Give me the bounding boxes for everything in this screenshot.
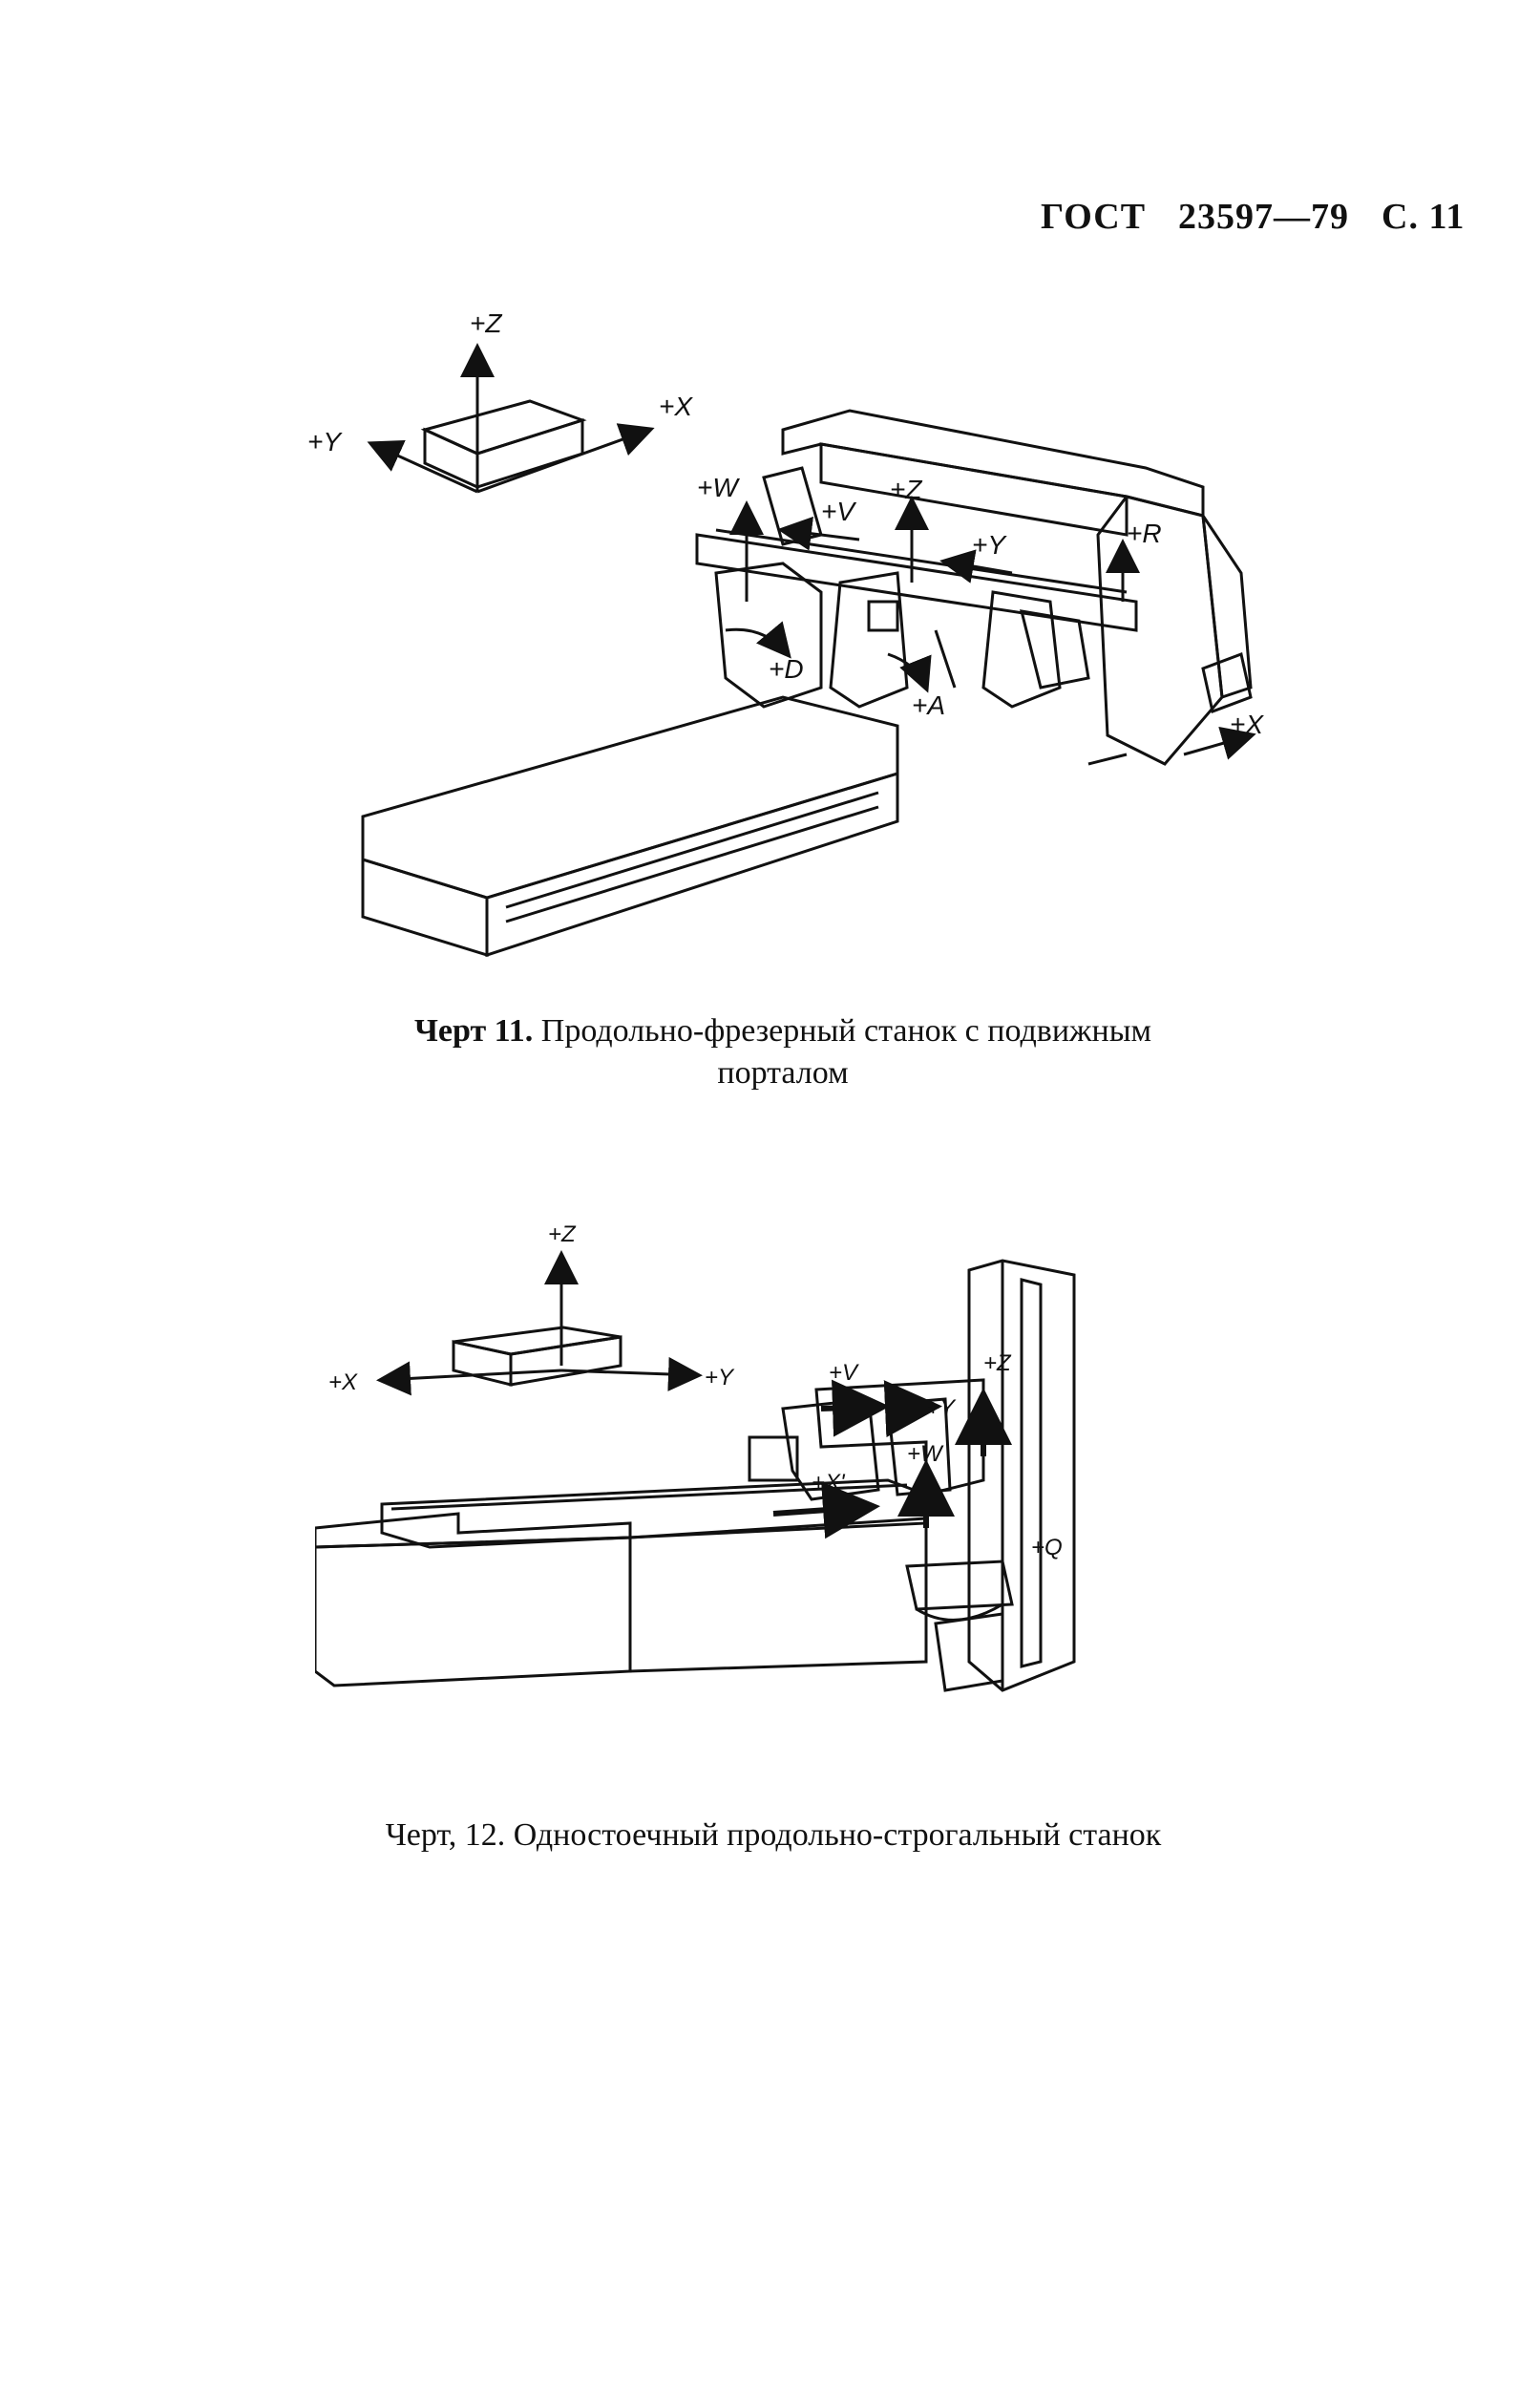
figure-11-drawing: +Z +X +Y (286, 286, 1298, 974)
motion-arrows-12 (772, 1379, 1012, 1539)
standard-label: ГОСТ (1041, 197, 1147, 237)
coord-label-x: +X (659, 392, 693, 421)
machine-label-a: +A (912, 690, 945, 720)
machine-label-z-12: +Z (983, 1350, 1012, 1376)
figure-12-drawing: +Z +X +Y (315, 1203, 1193, 1786)
figure-12-svg: +Z +X +Y (315, 1221, 1076, 1692)
coord-label-x-12: +X (328, 1369, 358, 1395)
machine-12 (315, 1259, 1076, 1692)
figure-12-caption: Черт, 12. Одностоечный продольно-строгал… (344, 1814, 1203, 1857)
machine-label-v-12: +V (829, 1360, 859, 1386)
figure-11-caption: Черт 11. Продольно-фрезерный станок с по… (382, 1010, 1184, 1094)
machine-label-w-12: +W (907, 1441, 944, 1467)
figure-11-svg: +Z +X +Y (307, 308, 1264, 958)
machine-label-r: +R (1127, 519, 1162, 548)
page-number: С. 11 (1382, 197, 1466, 237)
machine-label-y-12: +Y (926, 1395, 957, 1421)
machine-label-d: +D (769, 654, 804, 684)
machine-label-q-12: +Q (1031, 1535, 1063, 1560)
machine-11 (361, 409, 1253, 958)
standard-number: 23597—79 (1178, 197, 1350, 237)
coord-label-z: +Z (470, 308, 502, 338)
coord-label-y: +Y (307, 427, 343, 456)
coord-label-z-12: +Z (548, 1221, 577, 1247)
figure-12-caption-label: Черт, 12. (385, 1817, 506, 1853)
coord-label-y-12: +Y (705, 1365, 735, 1390)
page-header: ГОСТ 23597—79 С. 11 (1041, 196, 1464, 238)
machine-label-w: +W (697, 473, 740, 502)
machine-label-v: +V (821, 497, 856, 526)
figure-12-caption-text: Одностоечный продольно-строгальный стано… (513, 1817, 1162, 1853)
coordinate-system-12 (376, 1250, 703, 1396)
coordinate-system-11 (367, 343, 655, 494)
machine-label-y: +Y (972, 530, 1007, 560)
motion-arrows-11 (725, 496, 1256, 760)
figure-11-caption-text: Продольно-фрезерный станок с подвижным п… (540, 1013, 1152, 1091)
machine-label-z: +Z (890, 475, 922, 504)
machine-label-x-prime-12: +X' (812, 1470, 846, 1496)
figure-11-caption-label: Черт 11. (413, 1013, 534, 1049)
machine-label-x: +X (1230, 710, 1264, 739)
